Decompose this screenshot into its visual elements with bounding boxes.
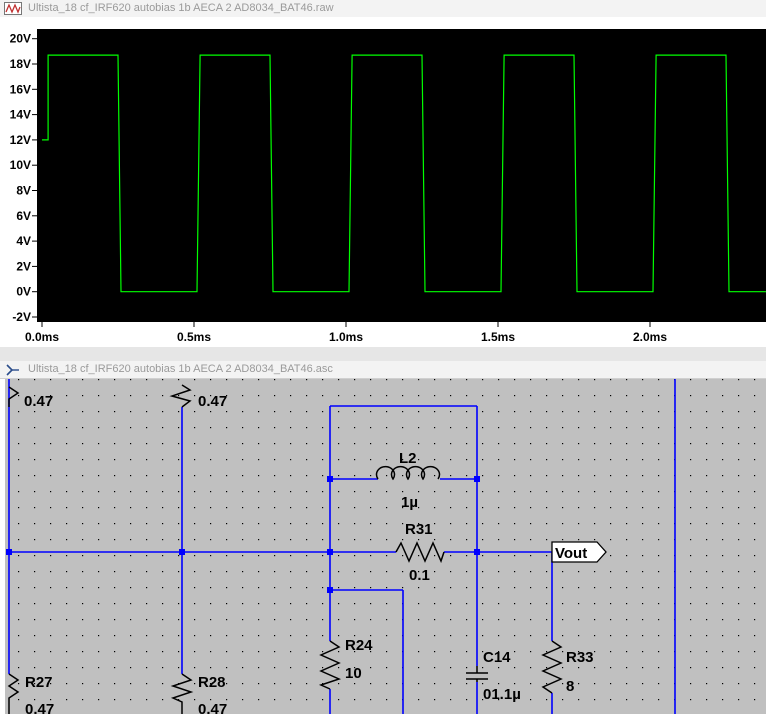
window-separator xyxy=(0,347,766,361)
y-tick-label: 8V xyxy=(16,184,31,198)
y-tick-label: 2V xyxy=(16,259,31,273)
x-axis[interactable]: 0.0ms 0.5ms 1.0ms 1.5ms 2.0ms xyxy=(25,322,667,344)
resistor-symbol-r27[interactable] xyxy=(7,673,20,714)
waveform-window: Ultista_18 cf_IRF620 autobias 1b AECA 2 … xyxy=(0,0,766,347)
y-tick-label: 20V xyxy=(10,32,31,46)
r33-name: R33 xyxy=(566,649,594,666)
resistor-symbol-r-mid-top[interactable] xyxy=(169,384,192,408)
schematic-canvas[interactable]: Vout 0.47 0.47 L2 1µ R31 0.1 R24 10 C14 … xyxy=(0,379,766,714)
r33-value: 8 xyxy=(566,678,574,695)
y-tick-label: 0V xyxy=(16,285,31,299)
waveform-plot-icon xyxy=(4,2,22,15)
inductor-symbol-l2[interactable] xyxy=(375,465,441,481)
y-axis[interactable]: 20V 18V 16V 14V 12V 10V 8V 6V 4V 2V 0V -2V xyxy=(10,32,37,324)
r27-value: 0.47 xyxy=(25,701,54,714)
r-left-top-value: 0.47 xyxy=(24,393,53,410)
r28-value: 0.47 xyxy=(198,701,227,714)
plot-window-titlebar[interactable]: Ultista_18 cf_IRF620 autobias 1b AECA 2 … xyxy=(0,0,766,18)
resistor-symbol-r31[interactable] xyxy=(395,541,445,564)
x-tick-label: 0.5ms xyxy=(177,330,211,344)
plot-area[interactable] xyxy=(37,29,766,322)
junction-dot xyxy=(327,549,333,555)
l2-name: L2 xyxy=(399,450,417,467)
junction-dot xyxy=(474,476,480,482)
schematic-window: Ultista_18 cf_IRF620 autobias 1b AECA 2 … xyxy=(0,361,766,714)
l2-value: 1µ xyxy=(401,494,418,511)
resistor-symbol-r24[interactable] xyxy=(318,640,342,690)
r31-value: 0.1 xyxy=(409,567,430,584)
c14-value: 01.1µ xyxy=(483,686,521,703)
x-tick-label: 2.0ms xyxy=(633,330,667,344)
junction-dot xyxy=(474,549,480,555)
resistor-symbol-r28[interactable] xyxy=(170,673,194,714)
junction-dot xyxy=(327,476,333,482)
y-tick-label: -2V xyxy=(12,310,31,324)
y-tick-label: 4V xyxy=(16,234,31,248)
y-tick-label: 18V xyxy=(10,57,31,71)
c14-name: C14 xyxy=(483,649,511,666)
schematic-editor-icon xyxy=(6,364,19,376)
plot-window-title: Ultista_18 cf_IRF620 autobias 1b AECA 2 … xyxy=(28,2,334,14)
y-tick-label: 6V xyxy=(16,209,31,223)
schematic-window-title: Ultista_18 cf_IRF620 autobias 1b AECA 2 … xyxy=(28,363,333,375)
r24-value: 10 xyxy=(345,665,362,682)
junction-dot xyxy=(6,549,12,555)
y-tick-label: 12V xyxy=(10,133,31,147)
resistor-symbol-r-left-top[interactable] xyxy=(8,386,20,407)
resistor-symbol-r33[interactable] xyxy=(541,640,563,694)
vout-net-label[interactable]: Vout xyxy=(551,541,607,563)
waveform-trace-0[interactable] xyxy=(42,54,766,293)
x-tick-label: 1.5ms xyxy=(481,330,515,344)
junction-dot xyxy=(327,587,333,593)
r27-name: R27 xyxy=(25,674,53,691)
capacitor-symbol-c14[interactable] xyxy=(466,666,488,682)
junction-dot xyxy=(179,549,185,555)
waveform-plot[interactable]: 20V 18V 16V 14V 12V 10V 8V 6V 4V 2V 0V -2V 0.0ms 0.5… xyxy=(0,17,766,347)
r-mid-top-value: 0.47 xyxy=(198,393,227,410)
vout-label-text: Vout xyxy=(555,545,587,562)
schematic-window-titlebar[interactable]: Ultista_18 cf_IRF620 autobias 1b AECA 2 … xyxy=(0,361,766,379)
r31-name: R31 xyxy=(405,521,433,538)
y-tick-label: 10V xyxy=(10,158,31,172)
r28-name: R28 xyxy=(198,674,226,691)
r24-name: R24 xyxy=(345,637,373,654)
y-tick-label: 14V xyxy=(10,108,31,122)
x-tick-label: 0.0ms xyxy=(25,330,59,344)
y-tick-label: 16V xyxy=(10,82,31,96)
x-tick-label: 1.0ms xyxy=(329,330,363,344)
